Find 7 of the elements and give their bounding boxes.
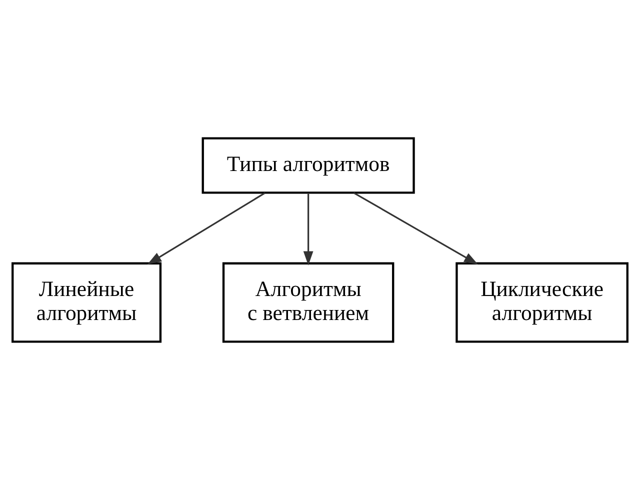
arrow xyxy=(303,192,314,266)
arrow xyxy=(147,192,266,264)
node-box: Типы алгоритмов xyxy=(202,137,415,194)
arrow xyxy=(353,192,478,265)
node-box: Алгоритмы с ветвлением xyxy=(222,262,394,343)
node-box: Линейные алгоритмы xyxy=(12,262,162,343)
node-box: Циклические алгоритмы xyxy=(456,262,628,343)
